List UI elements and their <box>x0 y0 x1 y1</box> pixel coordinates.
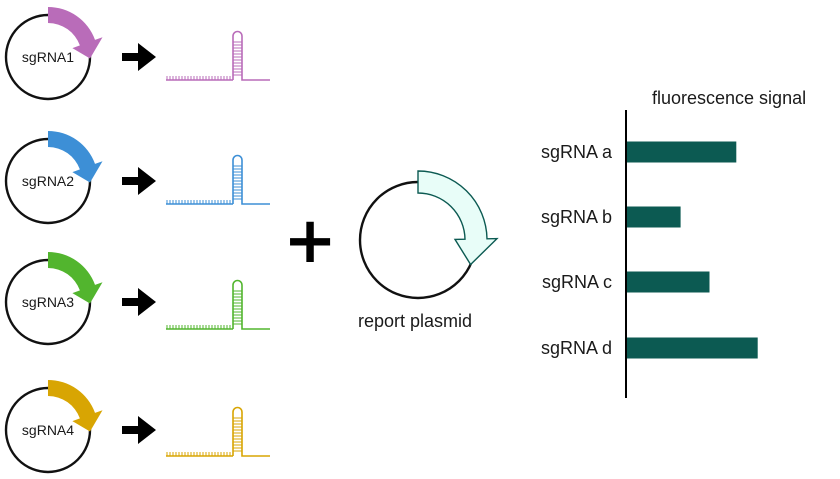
expression-arrow-3 <box>122 288 156 316</box>
category-label-2: sgRNA b <box>541 207 612 227</box>
plasmid-row-4: sgRNA4 <box>4 380 270 474</box>
plasmid-label-2: sgRNA2 <box>22 173 74 189</box>
sgrna-hairpin-1 <box>166 30 270 81</box>
sgrna-hairpin-3 <box>166 279 270 330</box>
plasmid-gene-arrow-3 <box>48 252 103 304</box>
plasmid-gene-arrow-4 <box>48 380 103 432</box>
plasmid-row-2: sgRNA2 <box>4 131 270 225</box>
plus-sign: + <box>283 204 337 278</box>
chart-title: fluorescence signal <box>652 88 806 108</box>
plasmid-label-4: sgRNA4 <box>22 422 74 438</box>
plasmid-row-1: sgRNA1 <box>4 6 270 101</box>
report-gene-arrow <box>417 170 499 266</box>
sgrna-hairpin-4 <box>166 406 270 457</box>
report-plasmid-label: report plasmid <box>358 311 472 331</box>
category-label-4: sgRNA d <box>541 338 612 358</box>
bar-4 <box>627 337 758 359</box>
report-plasmid: report plasmid <box>358 170 499 331</box>
expression-arrow-4 <box>122 416 156 444</box>
expression-arrow-2 <box>122 167 156 195</box>
expression-arrow-1 <box>122 43 156 71</box>
sgrna-hairpin-2 <box>166 154 270 205</box>
bar-1 <box>627 141 737 163</box>
plasmid-gene-arrow-2 <box>48 131 103 183</box>
category-label-1: sgRNA a <box>541 142 613 162</box>
plasmid-label-1: sgRNA1 <box>22 49 74 65</box>
bar-3 <box>627 271 710 293</box>
plasmid-row-3: sgRNA3 <box>4 252 270 346</box>
fluorescence-chart: fluorescence signal sgRNA a sgRNA b sgRNA … <box>541 88 806 398</box>
plasmid-gene-arrow-1 <box>48 6 103 59</box>
plasmid-label-3: sgRNA3 <box>22 294 74 310</box>
category-label-3: sgRNA c <box>542 272 612 292</box>
bar-2 <box>627 206 681 228</box>
